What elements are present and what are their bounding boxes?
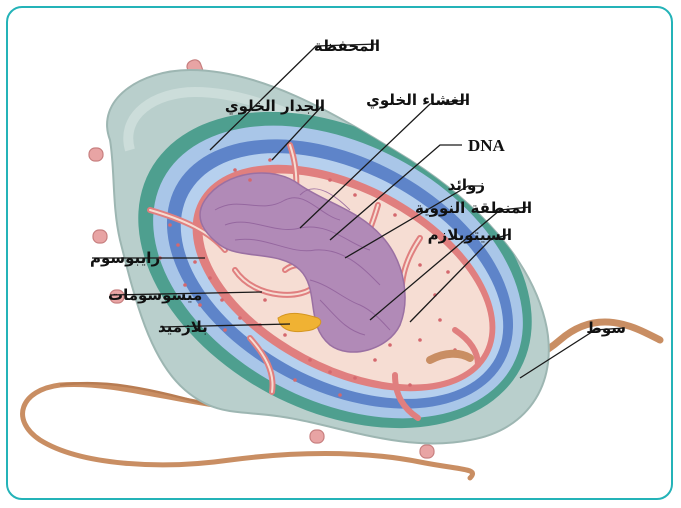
label-capsule: المحفظة — [314, 37, 380, 55]
label-cell-wall: الجدار الخلوي — [225, 97, 325, 116]
label-cytoplasm: السيتوبلازم — [428, 226, 512, 244]
label-dna: DNA — [468, 136, 506, 155]
label-pili: زوائد — [448, 176, 485, 194]
label-flagellum: سوط — [586, 319, 626, 337]
label-cell-membrane: الغشاء الخلوي — [366, 91, 470, 110]
label-ribosome: رايبوسوم — [90, 249, 160, 267]
label-mesosomes: ميسوسومات — [108, 286, 202, 304]
label-nucleoid: المنطقة النووية — [415, 199, 532, 217]
label-plasmid: بلازميد — [158, 318, 208, 336]
